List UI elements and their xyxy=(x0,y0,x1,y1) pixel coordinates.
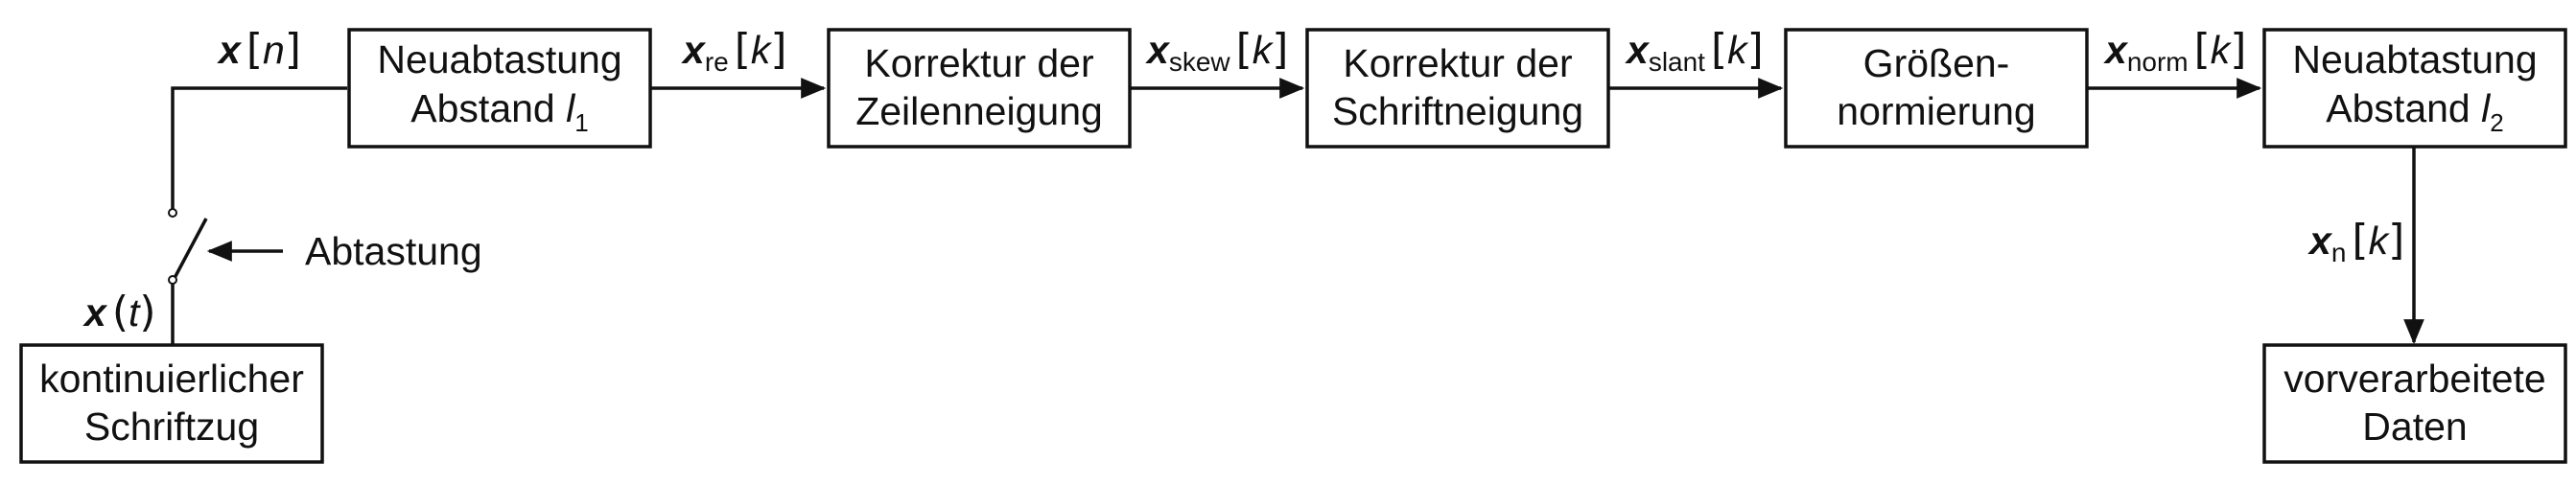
block-source-line1: kontinuierlicher xyxy=(39,357,304,401)
switch-contact-bottom xyxy=(168,275,177,285)
block-source-trace: kontinuierlicher Schriftzug xyxy=(19,343,324,464)
block-resample-1-line2: Abstand l1 xyxy=(410,86,588,137)
block-resample-2-line2: Abstand l2 xyxy=(2326,86,2503,137)
block-size-line2: normierung xyxy=(1837,89,2035,133)
signal-label-xslant: xslant[k] xyxy=(1625,25,1764,77)
signal-label-xnorm: xnorm[k] xyxy=(2103,25,2246,77)
sampling-switch xyxy=(173,218,208,279)
signal-label-xskew: xskew[k] xyxy=(1145,25,1288,77)
block-size-line1: Größen- xyxy=(1863,41,2010,85)
block-output-line2: Daten xyxy=(2362,404,2467,449)
signal-label-xnk: xn[k] xyxy=(2307,216,2404,267)
block-slant-line2: Schriftneigung xyxy=(1332,89,1583,133)
block-resample-1: Neuabtastung Abstand l1 xyxy=(347,28,652,149)
block-size-normalization: Größen- normierung xyxy=(1784,28,2089,149)
block-slant-correction: Korrektur der Schriftneigung xyxy=(1305,28,1610,149)
block-slant-line1: Korrektur der xyxy=(1343,41,1572,85)
signal-label-xt: x(t) xyxy=(82,288,156,336)
block-skew-line2: Zeilenneigung xyxy=(855,89,1103,133)
block-output-line1: vorverarbeitete xyxy=(2283,357,2545,401)
block-output-data: vorverarbeitete Daten xyxy=(2262,343,2567,464)
block-resample-2: Neuabtastung Abstand l2 xyxy=(2262,28,2567,149)
block-resample-1-line1: Neuabtastung xyxy=(377,37,621,81)
block-skew-correction: Korrektur der Zeilenneigung xyxy=(827,28,1132,149)
switch-contact-top xyxy=(168,208,177,218)
block-resample-2-line1: Neuabtastung xyxy=(2292,37,2537,81)
xn-wire xyxy=(171,86,347,209)
block-source-line2: Schriftzug xyxy=(84,404,259,449)
signal-label-xre: xre[k] xyxy=(681,25,787,77)
signal-label-xn: x[n] xyxy=(217,25,301,74)
block-skew-line1: Korrektur der xyxy=(864,41,1093,85)
sampling-label: Abtastung xyxy=(305,229,482,273)
